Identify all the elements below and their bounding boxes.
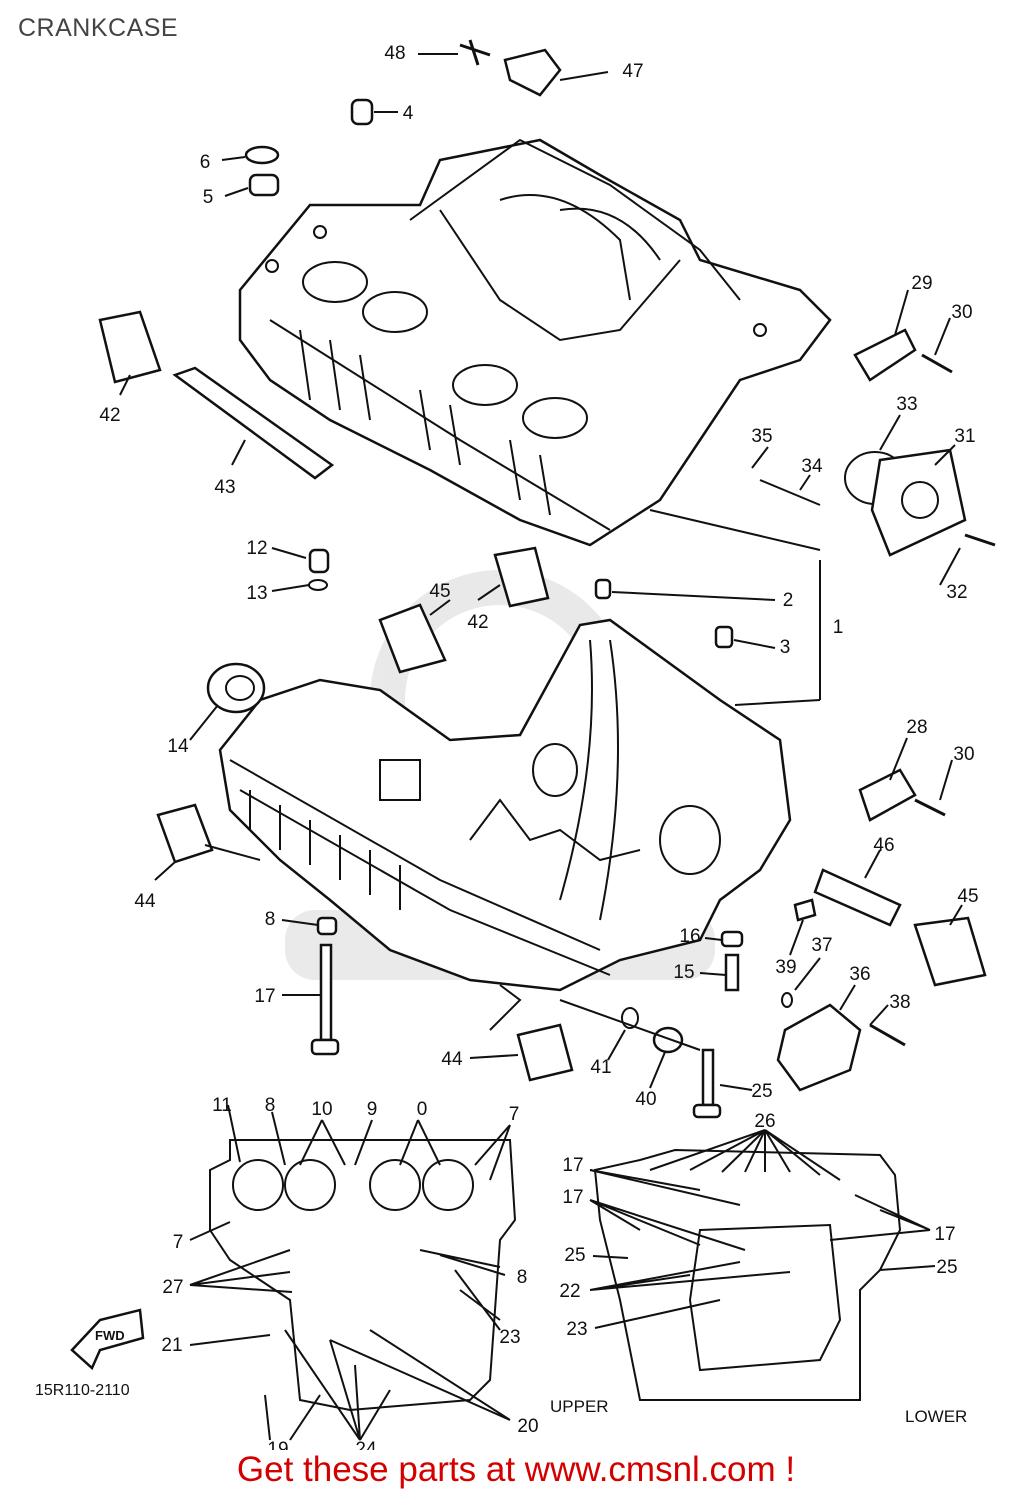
part-label-8b: 8 (265, 1095, 276, 1116)
part-label-26: 26 (754, 1111, 775, 1132)
part-label-44a: 44 (134, 891, 156, 912)
upper-bolt-pattern (189, 1104, 517, 1441)
leader-lines (119, 53, 963, 1091)
part-label-38: 38 (889, 992, 910, 1013)
lower-label: LOWER (905, 1407, 967, 1426)
part-label-4: 4 (403, 103, 414, 124)
part-label-41: 41 (590, 1057, 611, 1078)
part-label-42b: 42 (467, 612, 488, 633)
part-label-42a: 42 (99, 405, 120, 426)
part-label-17c: 17 (562, 1187, 583, 1208)
part-label-9: 9 (367, 1099, 378, 1120)
part-label-25c: 25 (936, 1257, 957, 1278)
part-label-35: 35 (751, 426, 772, 447)
crankcase-exploded-diagram: FWD 484746529304233313534431213454223231… (35, 39, 996, 1450)
part-label-24: 24 (355, 1439, 377, 1450)
part-label-36: 36 (849, 964, 870, 985)
part-label-15: 15 (673, 962, 694, 983)
fwd-label: FWD (95, 1328, 125, 1343)
part-code: 15R110-2110 (35, 1382, 130, 1399)
part-label-29: 29 (911, 273, 932, 294)
upper-crankcase (238, 138, 832, 547)
part-label-22: 22 (559, 1281, 580, 1302)
part-label-6: 6 (200, 152, 211, 173)
part-label-7b: 7 (173, 1232, 184, 1253)
lower-bolt-pattern (589, 1129, 936, 1401)
part-label-40: 40 (635, 1089, 656, 1110)
part-label-32: 32 (946, 582, 967, 603)
part-label-1: 1 (833, 617, 844, 638)
part-label-25a: 25 (751, 1081, 772, 1102)
part-label-14: 14 (167, 736, 189, 757)
part-label-44b: 44 (441, 1049, 463, 1070)
cta-link[interactable]: Get these parts at www.cmsnl.com ! (236, 1450, 796, 1489)
part-label-21: 21 (161, 1335, 182, 1356)
page-title: CRANKCASE (18, 14, 179, 42)
part-label-45b: 45 (957, 886, 978, 907)
part-label-17b: 17 (562, 1155, 583, 1176)
part-label-11: 11 (212, 1095, 232, 1116)
part-label-0: 0 (417, 1099, 428, 1120)
part-label-23b: 23 (566, 1319, 587, 1340)
part-label-20: 20 (517, 1416, 538, 1437)
part-label-17d: 17 (934, 1224, 955, 1245)
forward-arrow-icon: FWD (70, 1308, 145, 1371)
part-label-25b: 25 (564, 1245, 585, 1266)
part-group-lower (156, 662, 987, 1119)
part-label-45a: 45 (429, 581, 450, 602)
part-label-34: 34 (801, 456, 823, 477)
part-label-30a: 30 (951, 302, 972, 323)
upper-label: UPPER (550, 1397, 609, 1416)
part-label-7a: 7 (509, 1104, 520, 1125)
part-label-23a: 23 (499, 1327, 520, 1348)
part-label-12: 12 (246, 538, 267, 559)
part-label-3: 3 (780, 637, 791, 658)
part-label-33: 33 (896, 394, 917, 415)
part-label-17a: 17 (254, 986, 275, 1007)
part-label-2: 2 (783, 590, 794, 611)
lower-crankcase (218, 618, 792, 992)
part-label-8a: 8 (265, 909, 276, 930)
part-label-16: 16 (679, 926, 700, 947)
part-label-10: 10 (311, 1099, 332, 1120)
part-label-30b: 30 (953, 744, 974, 765)
part-label-19: 19 (267, 1439, 288, 1450)
part-label-48: 48 (384, 43, 405, 64)
part-label-27: 27 (162, 1277, 183, 1298)
part-label-8c: 8 (517, 1267, 528, 1288)
part-label-5: 5 (203, 187, 214, 208)
part-label-46: 46 (873, 835, 894, 856)
part-label-47: 47 (622, 61, 643, 82)
part-label-43: 43 (214, 477, 235, 498)
part-label-39: 39 (775, 957, 796, 978)
part-label-13: 13 (246, 583, 267, 604)
part-group-upper (98, 39, 996, 674)
part-label-31: 31 (954, 426, 975, 447)
part-label-37: 37 (811, 935, 832, 956)
part-label-28: 28 (906, 717, 927, 738)
